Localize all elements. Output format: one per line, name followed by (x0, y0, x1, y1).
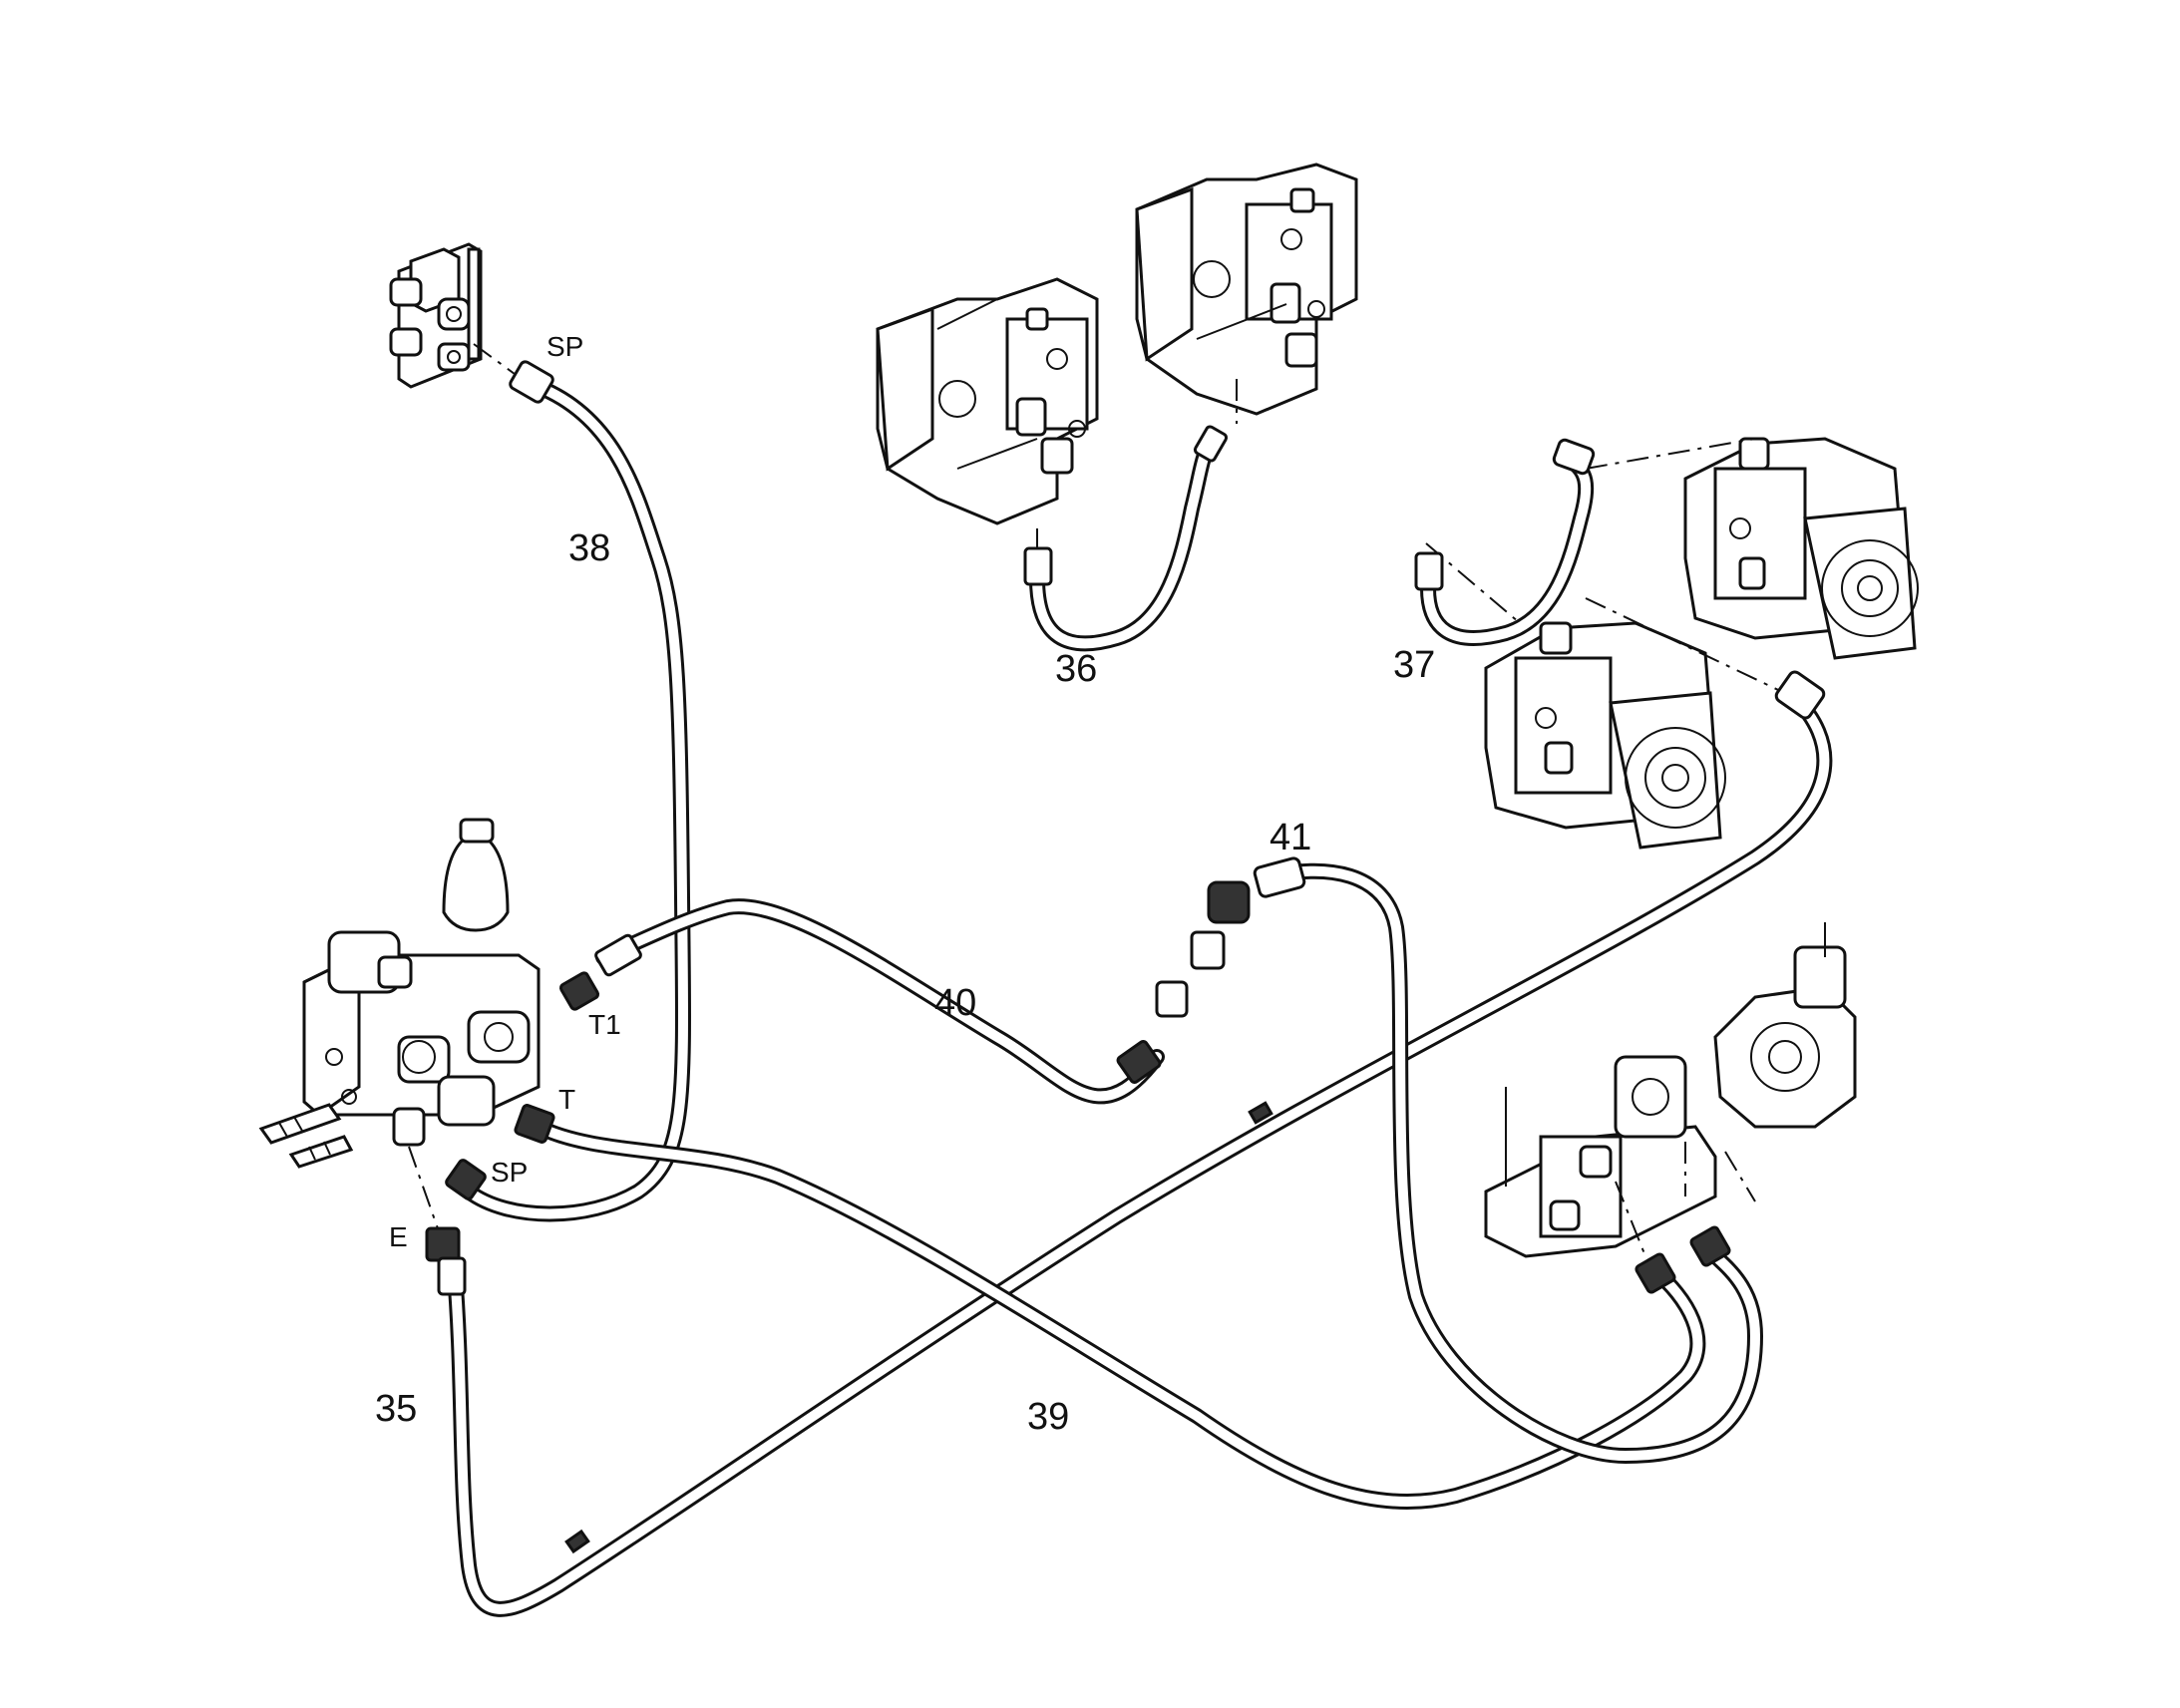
pump-unit-36-left (876, 277, 1099, 525)
label-41: 41 (1270, 817, 1311, 858)
label-36: 36 (1055, 648, 1097, 690)
port-label-t1: T1 (588, 1009, 621, 1040)
hose-41 (1259, 862, 1763, 1464)
label-37: 37 (1393, 644, 1435, 686)
label-38: 38 (568, 527, 610, 569)
hose-35 (446, 690, 1833, 1617)
right-bottom-assembly (1484, 922, 1857, 1258)
port-label-t: T (558, 1084, 575, 1115)
label-40: 40 (934, 982, 976, 1024)
hose-39 (531, 1119, 1706, 1511)
port-label-e: E (389, 1221, 408, 1252)
pump-unit-36-right (1135, 163, 1358, 416)
hose-sleeve-marks (564, 1101, 1273, 1554)
hose-38 (461, 379, 692, 1222)
label-35: 35 (375, 1388, 417, 1430)
label-39: 39 (1027, 1396, 1069, 1438)
pump-unit-37-upper (1683, 437, 1919, 660)
port-label-sp-top: SP (546, 331, 583, 362)
port-label-sp-bottom: SP (491, 1157, 528, 1188)
hose-36 (1029, 436, 1220, 652)
hose-37 (1420, 453, 1595, 646)
hose-40 (595, 898, 1165, 1105)
small-manifold-block (389, 242, 483, 389)
main-valve-block (258, 818, 541, 1169)
fittings (425, 360, 1826, 1296)
pump-unit-37-lower (1484, 621, 1726, 850)
